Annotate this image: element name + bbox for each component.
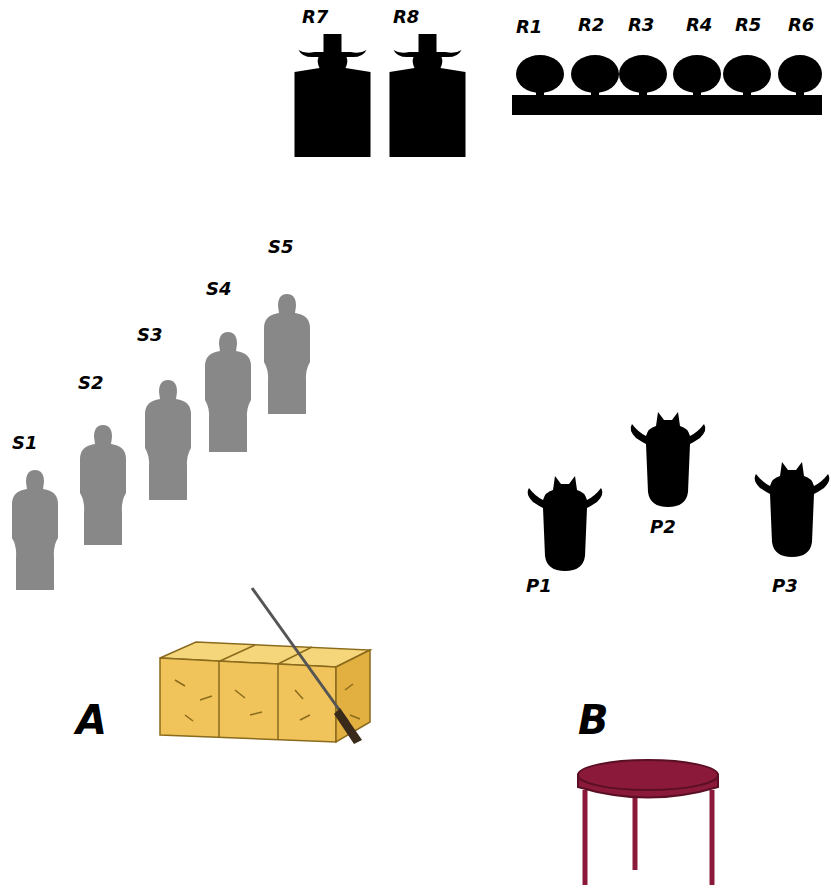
popper-target xyxy=(631,412,706,507)
pistol-target xyxy=(145,380,191,500)
target-label: S4 xyxy=(206,280,232,298)
target-label: S3 xyxy=(137,326,163,344)
plate-label: R4 xyxy=(686,16,712,34)
rifle xyxy=(252,588,362,744)
popper-target xyxy=(755,462,830,557)
position-label: B xyxy=(578,700,609,740)
plate-label: R3 xyxy=(628,16,654,34)
target-label: S1 xyxy=(12,434,38,452)
target-label: P3 xyxy=(772,577,798,595)
pistol-target xyxy=(12,470,58,590)
plate-label: R5 xyxy=(735,16,761,34)
target-label: S2 xyxy=(78,374,104,392)
pistol-target xyxy=(205,332,251,452)
popper-target xyxy=(528,476,603,571)
plate-label: R2 xyxy=(578,16,604,34)
target-label: R8 xyxy=(393,8,419,26)
target-label: P1 xyxy=(526,577,552,595)
target-label: S5 xyxy=(268,238,294,256)
plate-label: R6 xyxy=(788,16,814,34)
position-label: A xyxy=(76,700,107,740)
target-label: R7 xyxy=(302,8,328,26)
pistol-target xyxy=(80,425,126,545)
target-label: P2 xyxy=(650,518,676,536)
plate-rack xyxy=(512,55,822,115)
hay-bale xyxy=(160,642,370,742)
pistol-target xyxy=(264,294,310,414)
plate-label: R1 xyxy=(516,18,542,36)
rifle-target xyxy=(390,34,466,157)
rifle-target xyxy=(295,34,371,157)
table xyxy=(578,760,718,885)
